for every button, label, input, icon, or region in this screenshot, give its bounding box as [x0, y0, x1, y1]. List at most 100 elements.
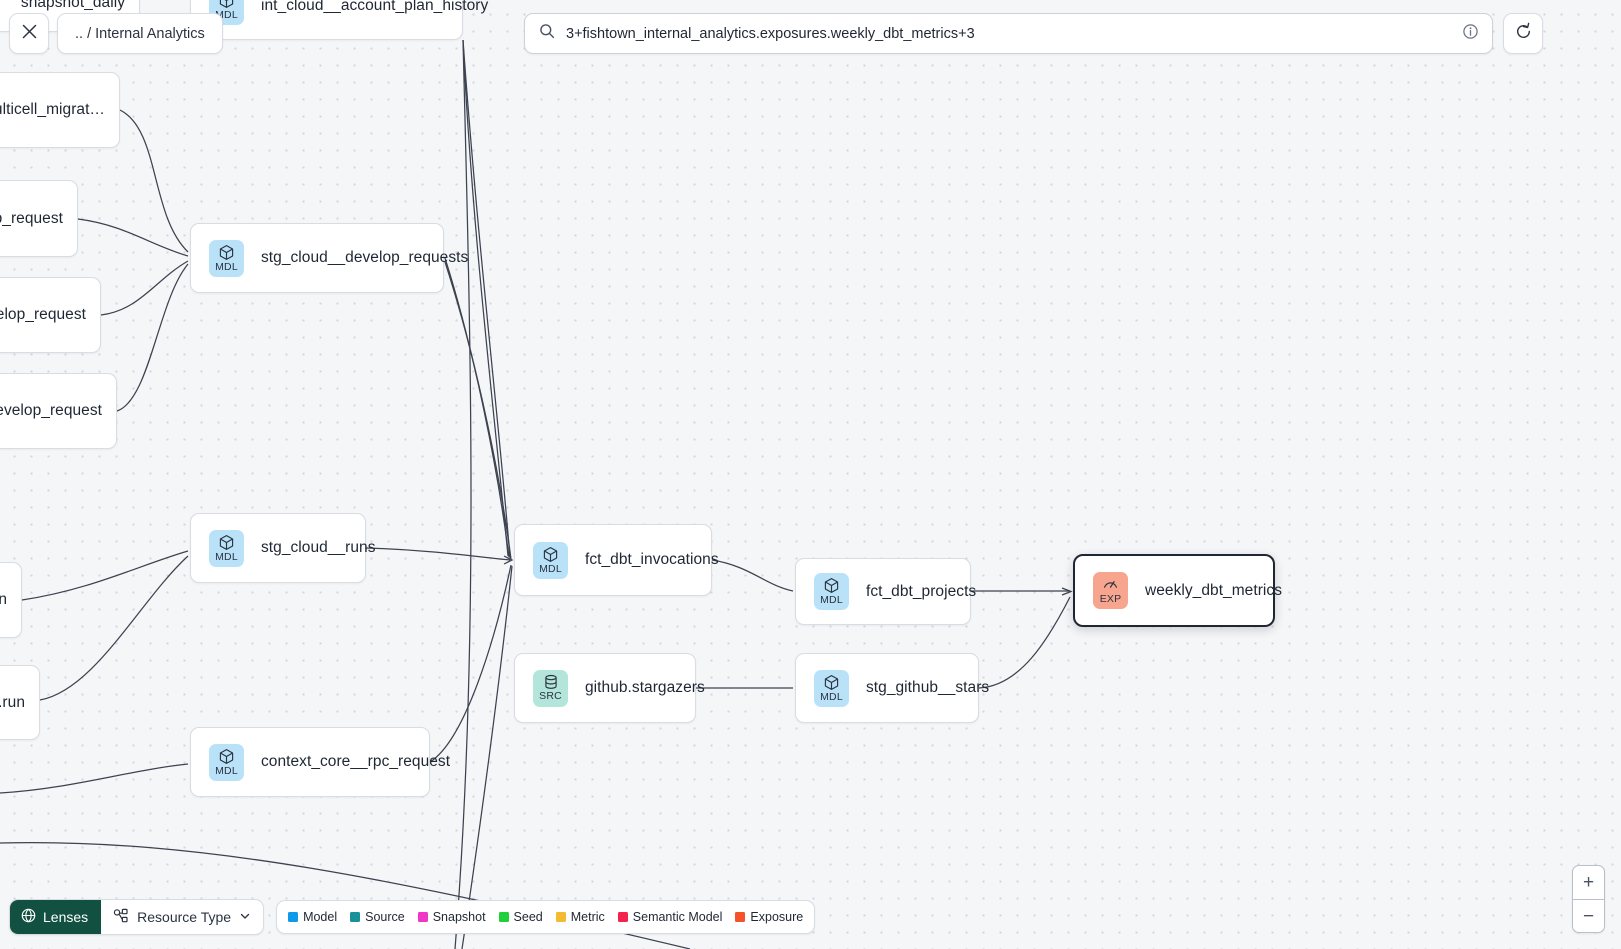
legend-swatch [555, 912, 566, 922]
node-type-badge-mdl: MDL [533, 541, 568, 579]
graph-node-stg_cloud__runs[interactable]: MDL stg_cloud__runs [190, 513, 375, 583]
legend-label: Metric [570, 910, 605, 924]
lenses-button[interactable]: Lenses [10, 900, 102, 934]
graph-node-develop_request[interactable]: _develop_request [0, 373, 117, 449]
node-type-text: EXP [1099, 593, 1122, 606]
legend-label: Source [365, 910, 405, 924]
graph-node-context_core__rpc_request[interactable]: MDL context_core__rpc_request [190, 727, 450, 797]
refresh-icon [1514, 22, 1533, 46]
graph-node-velop_request[interactable]: velop_request [0, 277, 101, 353]
legend-item-seed[interactable]: Seed [498, 910, 543, 924]
legend-item-snapshot[interactable]: Snapshot [417, 910, 486, 924]
node-type-text: MDL [215, 550, 238, 563]
legend-label: Snapshot [432, 910, 486, 924]
graph-node-int_cloud__account_plan_history[interactable]: MDL int_cloud__account_plan_history [190, 0, 488, 40]
cube-icon [218, 534, 235, 551]
cube-icon [823, 674, 840, 691]
legend-swatch [288, 912, 299, 922]
search-input[interactable]: 3+fishtown_internal_analytics.exposures.… [566, 25, 975, 42]
node-type-badge-src: SRC [533, 669, 568, 707]
graph-node-fct_dbt_projects[interactable]: MDL fct_dbt_projects [795, 558, 976, 625]
lens-group: Lenses Resource Type [9, 899, 265, 935]
node-label: stg_cloud__develop_requests [261, 249, 469, 266]
zoom-out-button[interactable]: − [1573, 899, 1604, 932]
node-label: n [0, 591, 7, 608]
node-label: fct_dbt_projects [866, 582, 977, 600]
close-icon [21, 23, 38, 45]
graph-node-fct_dbt_invocations[interactable]: MDL fct_dbt_invocations [514, 524, 719, 596]
node-type-badge-mdl: MDL [209, 239, 244, 277]
node-label: github.stargazers [585, 679, 705, 696]
zoom-in-button[interactable]: + [1582, 872, 1595, 893]
cube-icon [218, 748, 235, 765]
database-icon [543, 674, 559, 690]
info-icon[interactable] [1462, 23, 1479, 45]
graph-node-multicell_migrat[interactable]: multicell_migrat… [0, 72, 120, 148]
legend-swatch [350, 912, 361, 922]
resource-type-label: Resource Type [137, 909, 232, 925]
search-icon [539, 23, 555, 44]
breadcrumb-label: .. / Internal Analytics [75, 25, 205, 42]
refresh-button[interactable] [1503, 13, 1543, 54]
legend-item-source[interactable]: Source [350, 910, 405, 924]
legend-swatch [417, 912, 428, 922]
node-label: stg_cloud__runs [261, 539, 376, 556]
lineage-bottom-toolbar: Lenses Resource Type Model Source Snapshot… [9, 899, 816, 935]
node-label: p_request [0, 209, 63, 227]
graph-node-left_run[interactable]: .run [0, 665, 40, 740]
cube-icon [218, 0, 235, 9]
graph-node-left_n[interactable]: n [0, 562, 22, 638]
legend-item-semantic-model[interactable]: Semantic Model [617, 910, 723, 924]
node-label: stg_github__stars [866, 679, 990, 696]
node-label: multicell_migrat… [0, 101, 105, 118]
node-type-text: MDL [539, 562, 562, 575]
resource-type-icon [113, 908, 129, 927]
resource-type-button[interactable]: Resource Type [101, 900, 263, 934]
graph-node-weekly_dbt_metrics[interactable]: EXP weekly_dbt_metrics [1073, 554, 1282, 627]
graph-node-stg_cloud__develop_requests[interactable]: MDL stg_cloud__develop_requests [190, 223, 468, 293]
node-type-badge-exp: EXP [1093, 572, 1128, 609]
node-type-text: MDL [215, 8, 238, 21]
zoom-controls: + − [1572, 865, 1605, 933]
node-label: velop_request [0, 306, 86, 323]
legend-label: Semantic Model [632, 910, 723, 924]
legend-label: Seed [513, 910, 543, 924]
node-label: int_cloud__account_plan_history [261, 0, 489, 14]
lineage-search-bar[interactable]: 3+fishtown_internal_analytics.exposures.… [524, 13, 1493, 54]
node-type-badge-mdl: MDL [814, 573, 849, 610]
node-label: _develop_request [0, 402, 102, 419]
node-label: fct_dbt_invocations [585, 551, 719, 568]
node-type-text: MDL [820, 690, 843, 703]
lens-icon [21, 908, 36, 926]
node-type-text: MDL [215, 260, 238, 273]
graph-node-github.stargazers[interactable]: SRC github.stargazers [514, 653, 705, 723]
legend-item-metric[interactable]: Metric [555, 910, 605, 924]
close-button[interactable] [9, 13, 49, 54]
graph-node-stg_github__stars[interactable]: MDL stg_github__stars [795, 653, 989, 723]
node-type-text: MDL [215, 764, 238, 777]
node-type-badge-mdl: MDL [209, 529, 244, 567]
node-label: weekly_dbt_metrics [1145, 581, 1283, 599]
cube-icon [218, 244, 235, 261]
legend-item-exposure[interactable]: Exposure [735, 910, 803, 924]
chevron-down-icon [239, 909, 251, 925]
node-label: .run [0, 693, 25, 711]
legend-label: Exposure [750, 910, 804, 924]
node-label: snapshot_daily [20, 0, 125, 11]
node-type-badge-mdl: MDL [209, 743, 244, 781]
node-type-text: SRC [539, 690, 562, 703]
cube-icon [823, 577, 840, 594]
resource-type-legend: Model Source Snapshot Seed Metric Semantic Mo… [276, 900, 816, 934]
legend-swatch [498, 912, 509, 922]
legend-swatch [617, 912, 628, 922]
lenses-label: Lenses [43, 909, 89, 925]
graph-node-p_request[interactable]: p_request [0, 180, 78, 257]
legend-item-model[interactable]: Model [288, 910, 337, 924]
legend-swatch [735, 912, 746, 922]
cube-icon [542, 546, 559, 563]
breadcrumb[interactable]: .. / Internal Analytics [57, 13, 223, 54]
legend-label: Model [303, 910, 338, 924]
node-label: context_core__rpc_request [261, 753, 451, 770]
